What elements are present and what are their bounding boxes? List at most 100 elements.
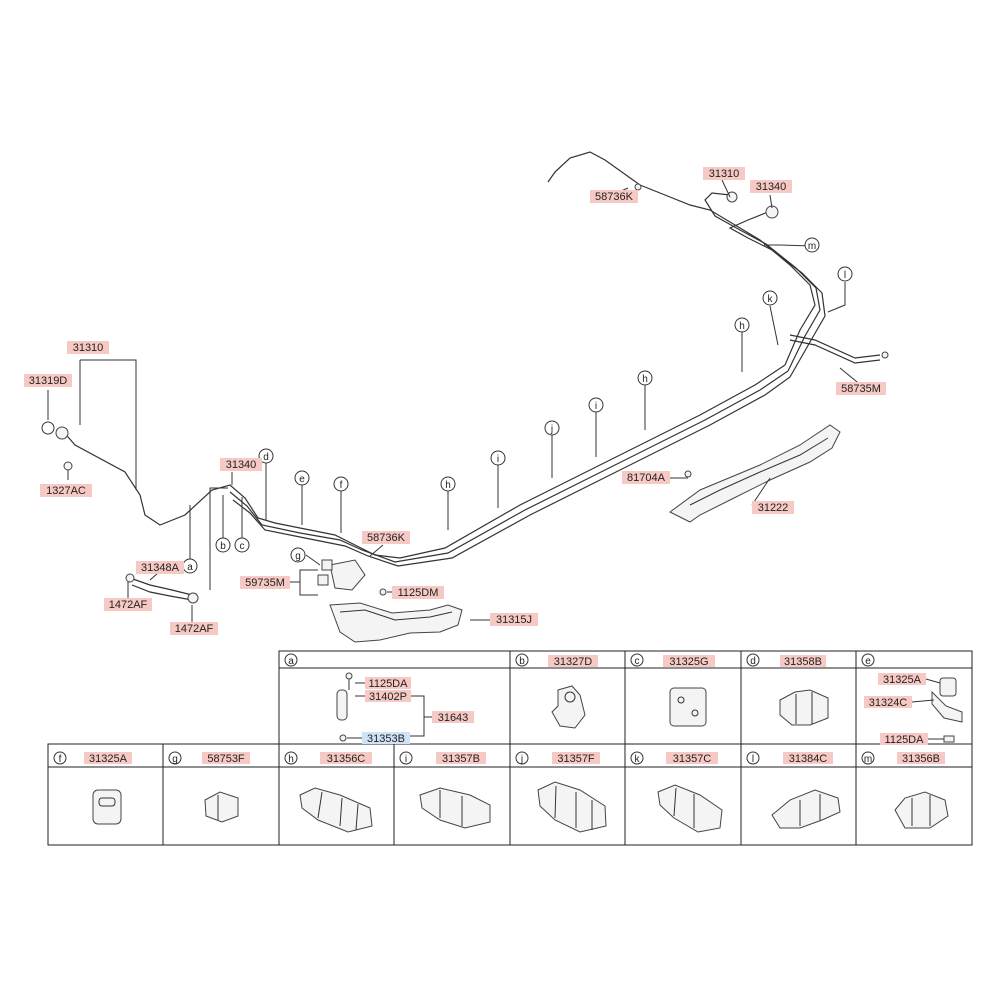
- letter-marker-l: [837, 266, 853, 282]
- clamp-icon: [92, 789, 122, 825]
- rubber-mount-icon: [336, 689, 348, 721]
- front-fitting: [55, 426, 69, 440]
- clamp-icon: [939, 677, 957, 697]
- letter-marker-f-text: f: [340, 480, 343, 491]
- cell-g-part: 58753F: [207, 753, 245, 765]
- cell-a-part-31643: 31643: [438, 712, 469, 724]
- letter-marker-i-2-text: i: [595, 401, 597, 412]
- letter-marker-f: [333, 476, 349, 492]
- multi-clip-icon: [419, 787, 491, 829]
- cell-a-part-1125DA: 1125DA: [369, 678, 409, 690]
- cell-d-part: 31358B: [784, 656, 822, 668]
- fuel-pipe-assembly: [41, 151, 889, 604]
- letter-marker-m-text: m: [808, 241, 816, 252]
- cell-b-letter: b: [519, 656, 525, 667]
- letter-marker-l-text: l: [844, 270, 846, 281]
- cell-i-part: 31357B: [442, 753, 480, 765]
- cell-a-part-31402P: 31402P: [369, 691, 407, 703]
- letter-marker-d-text: d: [263, 452, 269, 463]
- cell-m-part: 31356B: [902, 753, 940, 765]
- cell-b: b 31327D: [515, 653, 598, 729]
- cell-a-letter: a: [288, 656, 294, 667]
- cell-g-letter: g: [172, 754, 178, 765]
- cell-e-letter: e: [865, 656, 871, 667]
- callout-31340-top: 31340: [756, 181, 787, 193]
- front-fuel-line: [61, 364, 786, 559]
- multi-clip-icon: [537, 781, 607, 833]
- cell-h-letter: h: [288, 754, 294, 765]
- callout-31340-left: 31340: [226, 459, 257, 471]
- clip-icon: [204, 791, 239, 823]
- cell-m-letter: m: [864, 754, 872, 765]
- callout-58735M-right: 58735M: [841, 383, 881, 395]
- callout-59735M-left: 59735M: [245, 577, 285, 589]
- letter-marker-i-2: [588, 397, 604, 413]
- callout-31348A: 31348A: [141, 562, 180, 574]
- cell-j-letter: j: [520, 754, 523, 765]
- letter-marker-m: [804, 237, 820, 253]
- letter-markers: a b c d e f g h i j i h h k l m: [182, 237, 853, 574]
- cell-h: h 31356C: [284, 751, 373, 833]
- letter-marker-h-1-text: h: [445, 480, 451, 491]
- cell-k: k 31357C: [630, 751, 723, 833]
- letter-marker-b-text: b: [220, 541, 226, 552]
- cell-f: f 31325A: [53, 751, 132, 825]
- block-clip-icon: [669, 687, 707, 727]
- letter-marker-e-text: e: [299, 474, 305, 485]
- letter-marker-h-2: [637, 370, 653, 386]
- clip-icon: [551, 685, 586, 729]
- cell-j: j 31357F: [515, 751, 607, 833]
- cap-clip-icon: [771, 789, 841, 829]
- letter-marker-b: [215, 537, 231, 553]
- letter-marker-d: [258, 448, 274, 464]
- cell-d: d 31358B: [746, 653, 829, 726]
- cell-h-part: 31356C: [327, 753, 366, 765]
- multi-clip-icon: [779, 689, 829, 726]
- cell-l-letter: l: [752, 754, 754, 765]
- leader-lines: [47, 179, 863, 625]
- cell-l-part: 31384C: [789, 753, 828, 765]
- letter-marker-h-3-text: h: [739, 321, 745, 332]
- cell-k-letter: k: [635, 754, 641, 765]
- bracket-icon: [931, 690, 963, 723]
- callout-31315J: 31315J: [496, 614, 532, 626]
- cell-a: a 1125DA 31402P 31643 31353B: [284, 653, 474, 745]
- cell-f-part: 31325A: [89, 753, 128, 765]
- callout-31222: 31222: [758, 502, 789, 514]
- letter-marker-a-text: a: [187, 562, 193, 573]
- multi-clip-icon: [657, 784, 723, 833]
- letter-marker-h-1: [440, 476, 456, 492]
- cell-i-letter: i: [405, 754, 407, 765]
- letter-marker-h-2-text: h: [642, 374, 648, 385]
- cell-l: l 31384C: [746, 751, 841, 829]
- letter-marker-i-1-text: i: [497, 454, 499, 465]
- callout-31310-top: 31310: [709, 168, 740, 180]
- letter-marker-e: [294, 470, 310, 486]
- letter-marker-k: [762, 290, 778, 306]
- cell-e: e 31325A 31324C 1125DA: [861, 653, 963, 746]
- letter-marker-c: [234, 537, 250, 553]
- cell-f-letter: f: [59, 754, 62, 765]
- cell-g: g 58753F: [168, 751, 250, 823]
- callout-58736K-lower: 58736K: [367, 532, 406, 544]
- cell-d-letter: d: [750, 656, 756, 667]
- cell-b-part: 31327D: [554, 656, 593, 668]
- callout-81704A: 81704A: [627, 472, 666, 484]
- letter-marker-c-text: c: [240, 541, 245, 552]
- callout-1125DM: 1125DM: [398, 587, 439, 599]
- cell-m: m 31356B: [861, 751, 949, 829]
- multi-clip-icon: [299, 787, 373, 833]
- cell-e-part-31324C: 31324C: [869, 697, 908, 709]
- cell-k-part: 31357C: [673, 753, 712, 765]
- letter-marker-h-3: [734, 317, 750, 333]
- letter-marker-j-text: j: [550, 424, 553, 435]
- cell-a-part-31353B: 31353B: [367, 733, 405, 745]
- cell-i: i 31357B: [399, 751, 491, 829]
- cell-c-part: 31325G: [669, 656, 708, 668]
- fuel-line-protector: [329, 602, 463, 643]
- letter-marker-g-text: g: [295, 551, 301, 562]
- callout-1327AC: 1327AC: [46, 485, 86, 497]
- letter-marker-j: [544, 420, 560, 436]
- o-ring: [41, 421, 55, 435]
